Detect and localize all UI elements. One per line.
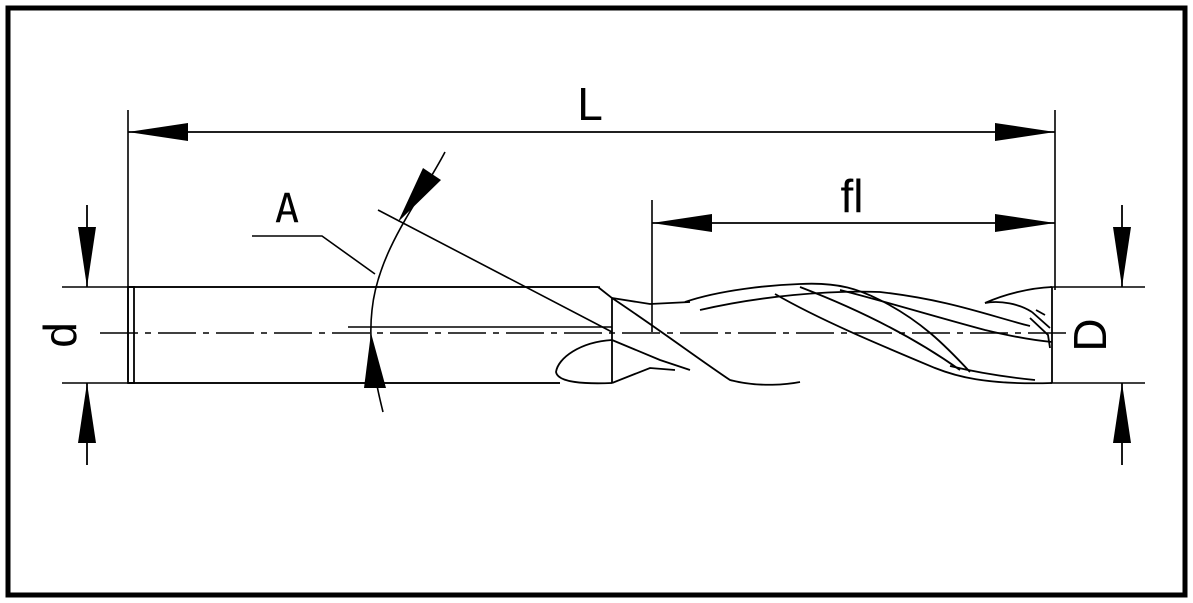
neck-lower-lobe: [555, 339, 613, 385]
helix-angle-construction: [252, 151, 613, 413]
flute-9: [949, 365, 1036, 381]
tip-edge-1: [1031, 311, 1051, 329]
extension-lines: [62, 110, 1145, 384]
tool-body: [127, 282, 1053, 386]
flute-6: [839, 289, 1053, 343]
label-D: D: [1064, 318, 1116, 351]
flute-3: [699, 290, 1031, 327]
helix-reference-line: [377, 209, 613, 333]
flute-4: [774, 293, 1053, 385]
angle-arrowhead-top: [398, 168, 441, 222]
flute-2: [684, 282, 971, 373]
label-fl: fl: [841, 170, 864, 222]
flute-5: [799, 286, 961, 371]
tip-edge-2: [1029, 317, 1051, 349]
tip-edge-3: [1035, 309, 1046, 316]
flute-1: [611, 297, 801, 386]
flute-8: [984, 301, 1033, 313]
drawing-frame: [5, 5, 1188, 598]
leader-A: [252, 235, 376, 275]
label-d: d: [34, 322, 86, 348]
flute-7: [984, 286, 1053, 304]
dimension-lines: [78, 123, 1131, 465]
angle-arrowhead-bottom: [364, 333, 386, 388]
label-L: L: [577, 78, 603, 130]
angle-arc: [370, 151, 446, 413]
label-A: A: [275, 186, 299, 232]
shank-chamfer: [127, 286, 135, 384]
neck-transition-top: [597, 286, 613, 383]
